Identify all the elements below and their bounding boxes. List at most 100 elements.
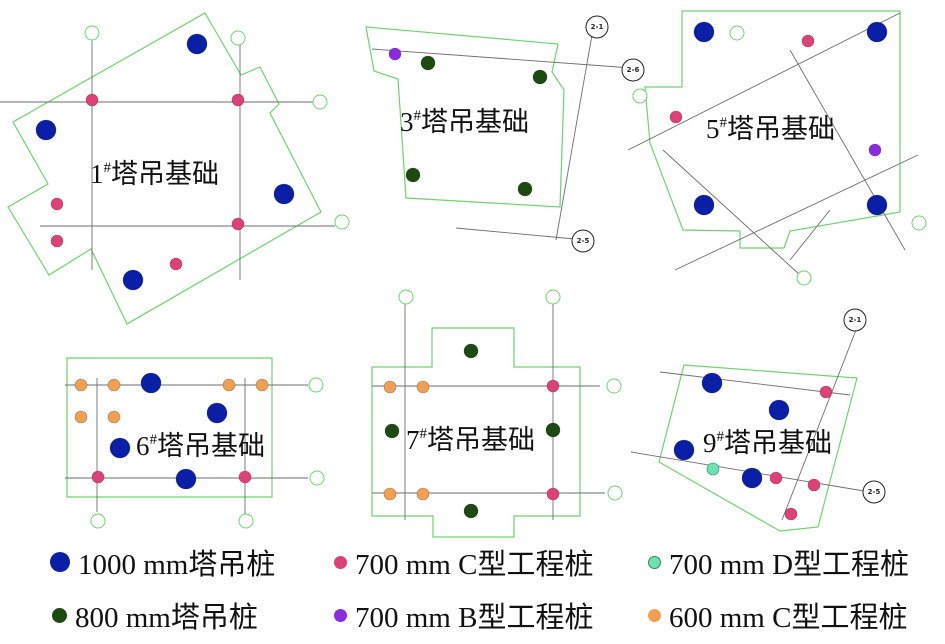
axis-tag-label: 2-1 bbox=[591, 23, 604, 31]
pile-c600 bbox=[74, 378, 88, 392]
axis-line bbox=[371, 48, 633, 69]
pile-c700 bbox=[819, 385, 833, 399]
pile-c600 bbox=[107, 378, 121, 392]
pile-t1000 bbox=[693, 21, 715, 43]
axis-tag bbox=[334, 214, 350, 230]
pile-t1000 bbox=[768, 399, 790, 421]
pile-t800 bbox=[420, 55, 436, 71]
foundation-name: 塔吊基础 bbox=[111, 159, 219, 189]
axis-tag bbox=[398, 289, 414, 305]
foundation-number: 1 bbox=[90, 159, 104, 189]
pile-c700 bbox=[231, 93, 245, 107]
foundation-sup-mark: # bbox=[720, 115, 728, 131]
axis-tag: 2-6 bbox=[621, 58, 645, 82]
axis-tag bbox=[632, 88, 648, 104]
axis-line bbox=[455, 227, 576, 240]
foundation-sup-mark: # bbox=[104, 160, 112, 176]
axis-tag bbox=[796, 270, 812, 286]
pile-c600 bbox=[416, 380, 430, 394]
pile-c600 bbox=[255, 378, 269, 392]
axis-line bbox=[789, 209, 831, 261]
axis-line bbox=[789, 49, 906, 251]
foundation-sup-mark: # bbox=[414, 108, 422, 124]
legend-item-700-c-pile: 700 mm C型工程桩 bbox=[334, 540, 593, 584]
pile-c700 bbox=[801, 34, 815, 48]
axis-tag bbox=[90, 513, 106, 529]
pile-t1000 bbox=[206, 402, 228, 424]
f1-foundation-outline bbox=[7, 12, 322, 325]
legend-row-2: 800 mm塔吊桩 700 mm B型工程桩 600 mm C型工程桩 bbox=[0, 593, 945, 637]
pile-t800 bbox=[384, 423, 400, 439]
pile-t1000 bbox=[866, 21, 888, 43]
legend-row-1: 1000 mm塔吊桩 700 mm C型工程桩 700 mm D型工程桩 bbox=[0, 540, 945, 584]
foundation-name: 塔吊基础 bbox=[427, 425, 535, 455]
legend-label: 700 mm D型工程桩 bbox=[669, 549, 910, 581]
pile-c600 bbox=[383, 380, 397, 394]
legend-item-700-b-pile: 700 mm B型工程桩 bbox=[334, 593, 593, 637]
f9-foundation-outline bbox=[658, 364, 858, 532]
axis-tag bbox=[607, 485, 623, 501]
foundation-number: 3 bbox=[400, 107, 414, 137]
pile-c700 bbox=[50, 234, 64, 248]
pile-c600 bbox=[222, 378, 236, 392]
foundation-name: 塔吊基础 bbox=[157, 431, 265, 461]
pile-600-c-icon bbox=[648, 608, 661, 622]
f3-foundation-outline bbox=[365, 26, 565, 208]
axis-line bbox=[555, 34, 593, 241]
foundation-name: 塔吊基础 bbox=[724, 428, 832, 458]
pile-t800 bbox=[517, 181, 533, 197]
axis-line bbox=[659, 371, 851, 396]
axis-tag bbox=[545, 289, 561, 305]
pile-c700 bbox=[50, 197, 64, 211]
f9-foundation-label: 9#塔吊基础 bbox=[703, 428, 832, 458]
pile-t800 bbox=[463, 503, 479, 519]
legend-item-600-c-pile: 600 mm C型工程桩 bbox=[648, 593, 907, 637]
pile-c700 bbox=[238, 470, 252, 484]
pile-b700 bbox=[868, 143, 882, 157]
axis-tag-label: 2-1 bbox=[849, 316, 862, 324]
pile-t1000 bbox=[693, 194, 715, 216]
pile-t800 bbox=[545, 422, 561, 438]
axis-tag: 2-5 bbox=[571, 229, 595, 253]
pile-700-d-icon bbox=[648, 555, 661, 569]
pile-1000-tower-icon bbox=[50, 552, 70, 572]
pile-t1000 bbox=[273, 183, 295, 205]
axis-tag: 2-5 bbox=[862, 480, 886, 504]
f1-foundation-label: 1#塔吊基础 bbox=[90, 159, 219, 189]
pile-t1000 bbox=[122, 269, 144, 291]
f7-foundation-outline bbox=[371, 327, 581, 538]
pile-c700 bbox=[85, 93, 99, 107]
pile-c700 bbox=[91, 470, 105, 484]
pile-800-tower-icon bbox=[52, 607, 67, 623]
legend-item-800-tower-pile: 800 mm塔吊桩 bbox=[52, 593, 258, 637]
axis-tag bbox=[308, 377, 324, 393]
legend-label: 700 mm C型工程桩 bbox=[355, 549, 594, 581]
foundation-name: 塔吊基础 bbox=[421, 107, 529, 137]
pile-t1000 bbox=[866, 194, 888, 216]
f6-foundation-label: 6#塔吊基础 bbox=[136, 431, 265, 461]
foundation-number: 5 bbox=[706, 114, 720, 144]
pile-c600 bbox=[383, 487, 397, 501]
pile-t1000 bbox=[673, 439, 695, 461]
axis-tag bbox=[312, 94, 328, 110]
legend-item-1000-tower-pile: 1000 mm塔吊桩 bbox=[50, 540, 275, 584]
axis-line bbox=[674, 154, 919, 271]
axis-tag-label: 2-5 bbox=[577, 237, 590, 245]
axis-line bbox=[781, 329, 857, 521]
foundation-sup-mark: # bbox=[420, 426, 428, 442]
pile-t1000 bbox=[35, 119, 57, 141]
legend-label: 1000 mm塔吊桩 bbox=[78, 549, 276, 581]
axis-line bbox=[662, 149, 801, 276]
pile-c700 bbox=[669, 110, 683, 124]
foundation-name: 塔吊基础 bbox=[727, 114, 835, 144]
axis-tag bbox=[729, 25, 745, 41]
pile-c700 bbox=[231, 217, 245, 231]
axis-tag bbox=[911, 215, 927, 231]
pile-t800 bbox=[405, 167, 421, 183]
legend-label: 700 mm B型工程桩 bbox=[355, 602, 594, 634]
axis-tag bbox=[230, 30, 246, 46]
pile-d700 bbox=[706, 462, 720, 476]
pile-c700 bbox=[546, 487, 560, 501]
legend: 1000 mm塔吊桩 700 mm C型工程桩 700 mm D型工程桩 800… bbox=[0, 540, 945, 644]
